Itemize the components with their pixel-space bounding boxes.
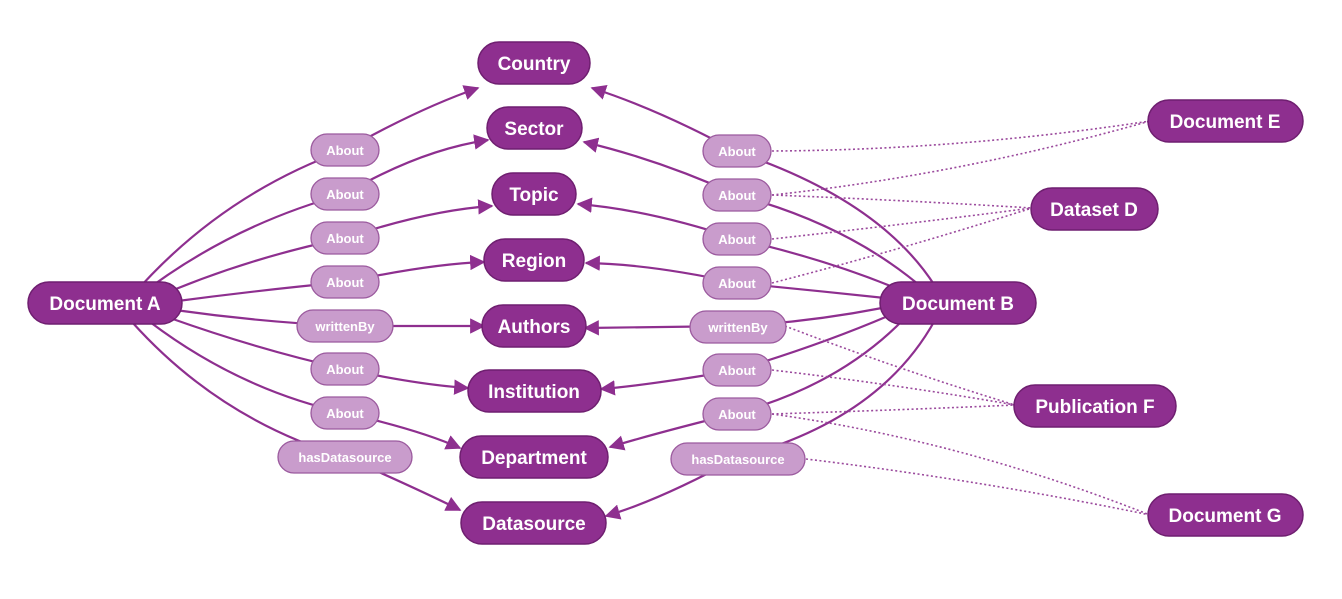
edge-label-left-about-3: About [310, 221, 380, 255]
node-institution[interactable]: Institution [467, 369, 602, 413]
node-datasource[interactable]: Datasource [460, 501, 607, 545]
node-document-a[interactable]: Document A [27, 281, 183, 325]
edge-label-left-about-1: About [310, 133, 380, 167]
edge-label-right-about-6: About [702, 397, 772, 431]
svg-text:About: About [326, 231, 364, 246]
edge-label-left-about-6: About [310, 396, 380, 430]
svg-text:About: About [718, 363, 756, 378]
node-document-g[interactable]: Document G [1147, 493, 1304, 537]
node-department[interactable]: Department [459, 435, 609, 479]
edge-label-left-hasdatasource: hasDatasource [277, 440, 413, 474]
svg-text:Document E: Document E [1170, 112, 1281, 133]
svg-text:writtenBy: writtenBy [314, 319, 375, 334]
edge-label-right-writtenby: writtenBy [689, 310, 787, 344]
edge-label-right-hasdatasource: hasDatasource [670, 442, 806, 476]
node-country[interactable]: Country [477, 41, 591, 85]
node-publication-f[interactable]: Publication F [1013, 384, 1177, 428]
svg-text:Authors: Authors [498, 317, 571, 338]
svg-text:Department: Department [481, 448, 587, 469]
svg-text:About: About [718, 144, 756, 159]
svg-text:About: About [718, 407, 756, 422]
edge-label-left-about-5: About [310, 352, 380, 386]
edge-label-left-writtenby: writtenBy [296, 309, 394, 343]
svg-text:Document A: Document A [49, 294, 160, 315]
svg-text:About: About [718, 188, 756, 203]
svg-text:Topic: Topic [509, 185, 559, 206]
svg-text:About: About [718, 232, 756, 247]
node-dataset-d[interactable]: Dataset D [1030, 187, 1159, 231]
svg-text:Region: Region [502, 251, 566, 272]
dotted-links [771, 120, 1151, 516]
edge-label-left-about-2: About [310, 177, 380, 211]
svg-text:About: About [326, 143, 364, 158]
svg-text:hasDatasource: hasDatasource [298, 450, 391, 465]
node-document-e[interactable]: Document E [1147, 99, 1304, 143]
edge-label-right-about-2: About [702, 178, 772, 212]
node-sector[interactable]: Sector [486, 106, 583, 150]
svg-text:Datasource: Datasource [482, 514, 586, 535]
svg-text:Publication F: Publication F [1035, 397, 1154, 418]
svg-text:About: About [326, 362, 364, 377]
svg-text:About: About [718, 276, 756, 291]
node-authors[interactable]: Authors [481, 304, 587, 348]
edge-label-left-about-4: About [310, 265, 380, 299]
node-document-b[interactable]: Document B [879, 281, 1037, 325]
svg-text:About: About [326, 406, 364, 421]
svg-text:Document B: Document B [902, 294, 1014, 315]
edge-label-right-about-3: About [702, 222, 772, 256]
edge-label-right-about-5: About [702, 353, 772, 387]
svg-text:hasDatasource: hasDatasource [691, 452, 784, 467]
edge-label-right-about-1: About [702, 134, 772, 168]
svg-text:About: About [326, 275, 364, 290]
node-region[interactable]: Region [483, 238, 585, 282]
edge-label-right-about-4: About [702, 266, 772, 300]
svg-text:Country: Country [498, 54, 571, 75]
node-topic[interactable]: Topic [491, 172, 577, 216]
svg-text:Dataset D: Dataset D [1050, 200, 1138, 221]
svg-text:writtenBy: writtenBy [707, 320, 768, 335]
svg-text:Institution: Institution [488, 382, 580, 403]
svg-text:Sector: Sector [504, 119, 564, 140]
svg-text:Document G: Document G [1169, 506, 1282, 527]
svg-text:About: About [326, 187, 364, 202]
